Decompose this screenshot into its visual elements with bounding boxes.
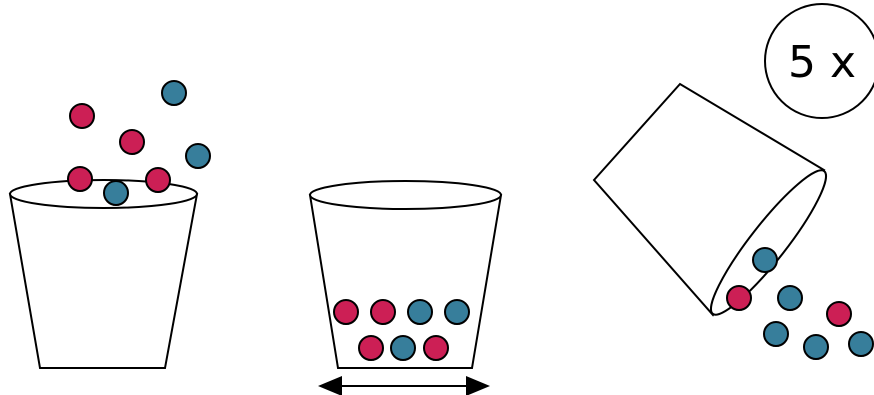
ball-blue xyxy=(445,300,469,324)
ball-red xyxy=(424,336,448,360)
ball-red xyxy=(727,286,751,310)
repeat-badge: 5 x xyxy=(765,4,874,118)
step-fill xyxy=(10,81,210,368)
ball-red xyxy=(70,104,94,128)
ball-red xyxy=(827,302,851,326)
ball-blue xyxy=(804,335,828,359)
cup-1 xyxy=(10,180,197,368)
ball-red xyxy=(120,130,144,154)
ball-blue xyxy=(753,248,777,272)
ball-red xyxy=(371,300,395,324)
step-pour xyxy=(594,84,873,359)
ball-blue xyxy=(408,300,432,324)
ball-blue xyxy=(778,286,802,310)
ball-red xyxy=(146,168,170,192)
cup-3-tipped xyxy=(594,84,838,325)
step-shake xyxy=(310,181,501,386)
ball-red xyxy=(68,167,92,191)
ball-red xyxy=(334,300,358,324)
ball-blue xyxy=(186,144,210,168)
ball-blue xyxy=(162,81,186,105)
ball-blue xyxy=(391,336,415,360)
ball-red xyxy=(359,336,383,360)
repeat-badge-label: 5 x xyxy=(788,37,856,88)
ball-blue xyxy=(764,322,788,346)
ball-blue xyxy=(849,332,873,356)
ball-blue xyxy=(104,181,128,205)
